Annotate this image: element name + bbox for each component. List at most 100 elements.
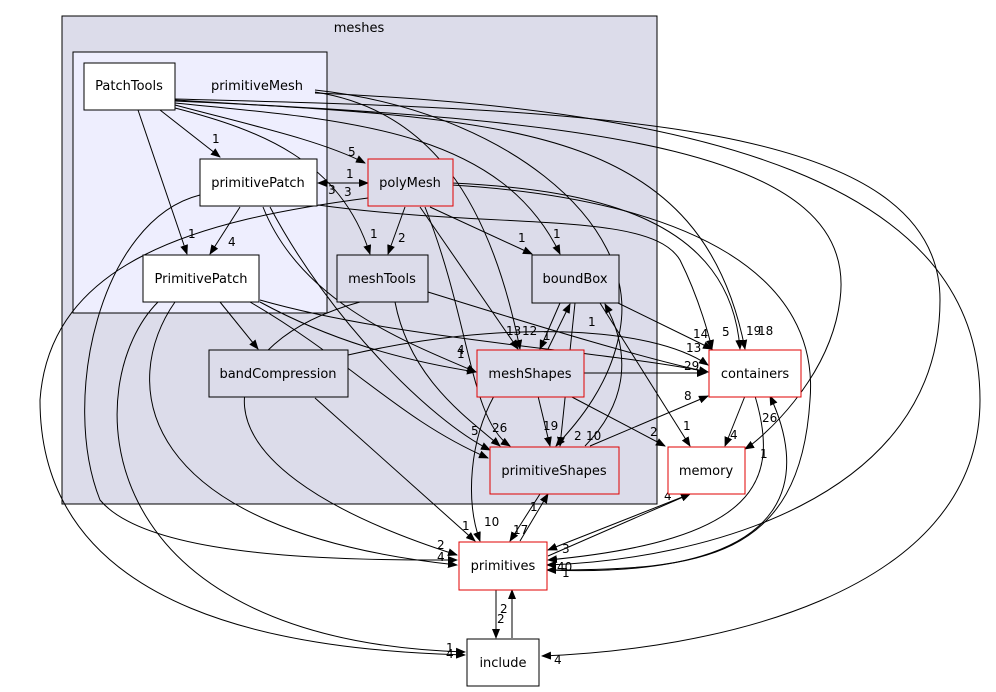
edge-label: 17 bbox=[513, 523, 528, 537]
edge-label: 5 bbox=[471, 424, 479, 438]
edge-label: 3 bbox=[344, 185, 352, 199]
edge-label: 40 bbox=[557, 560, 572, 574]
edge-label: 26 bbox=[492, 421, 507, 435]
node-mesh-shapes-box bbox=[476, 349, 585, 398]
edge-meshtools-primitiveshapes bbox=[394, 301, 501, 447]
node-mesh-tools[interactable]: meshTools bbox=[336, 254, 429, 303]
node-primitive-patch-lower-label: primitivePatch bbox=[211, 176, 305, 191]
edge-meshtools-containers bbox=[427, 291, 709, 375]
edge-label: 19 bbox=[746, 324, 761, 338]
node-patch-tools-box bbox=[83, 62, 176, 111]
edge-meshshapes-boundbox bbox=[547, 303, 571, 350]
node-include-box bbox=[466, 638, 540, 687]
node-primitives-label: primitives bbox=[471, 559, 536, 574]
edge-label: 2 bbox=[650, 425, 658, 439]
edge-label: 1 bbox=[562, 566, 570, 580]
edge-meshshapes-memory bbox=[569, 395, 666, 447]
node-primitive-shapes-label: primitiveShapes bbox=[501, 464, 607, 479]
edge-label: 1 bbox=[462, 519, 470, 533]
edge-label: 2 bbox=[497, 612, 505, 626]
node-patch-tools[interactable]: PatchTools bbox=[83, 62, 176, 111]
node-primitive-shapes-box bbox=[489, 446, 620, 495]
node-include[interactable]: include bbox=[466, 638, 540, 687]
node-primitive-shapes[interactable]: primitiveShapes bbox=[489, 446, 620, 495]
edge-polymesh-meshshapes bbox=[419, 206, 519, 350]
edge-primitivepatch-include bbox=[39, 197, 466, 659]
edge-label: 13 bbox=[686, 341, 701, 355]
edge-label: 1 bbox=[588, 315, 596, 329]
edge-label: 1 bbox=[683, 419, 691, 433]
node-include-label: include bbox=[479, 656, 526, 671]
node-patch-tools-label: PatchTools bbox=[95, 79, 163, 94]
node-primitive-patch-lower-box bbox=[199, 158, 318, 207]
edge-primitives-primitiveshapes bbox=[519, 493, 549, 542]
edge-label: 1 bbox=[530, 500, 538, 514]
edge-primitivepatch2-include bbox=[116, 301, 466, 656]
node-band-compression-box bbox=[208, 349, 349, 398]
edge-label: 1 bbox=[446, 641, 454, 655]
edge-label: 1 bbox=[543, 329, 551, 343]
node-primitives-box bbox=[458, 541, 548, 591]
edge-label: 4 bbox=[446, 647, 454, 661]
edge-boundbox-containers bbox=[617, 302, 713, 350]
edge-label: 26 bbox=[762, 411, 777, 425]
edge-primitiveshapes-containers bbox=[589, 395, 709, 447]
cluster-primitive-mesh-label: primitiveMesh bbox=[211, 79, 303, 94]
edge-label: 14 bbox=[693, 327, 708, 341]
edge-primitives-containers bbox=[547, 395, 788, 572]
edge-primitives-memory bbox=[547, 493, 691, 557]
edge-boundbox-meshshapes bbox=[539, 302, 561, 350]
node-memory-box bbox=[667, 446, 746, 495]
node-poly-mesh-label: polyMesh bbox=[379, 176, 441, 191]
edge-label: 1 bbox=[370, 227, 378, 241]
edge-patchtools-memory bbox=[174, 100, 842, 450]
edge-label: 4 bbox=[730, 428, 738, 442]
edge-bandcompression-primitives bbox=[314, 397, 476, 542]
edge-label: 1 bbox=[212, 132, 220, 146]
edge-label: 12 bbox=[522, 324, 537, 338]
node-mesh-shapes[interactable]: meshShapes bbox=[476, 349, 585, 398]
node-primitive-patch-upper-label: PrimitivePatch bbox=[155, 272, 248, 287]
edge-polymesh-primitiveshapes bbox=[424, 206, 511, 447]
edge-label: 1 bbox=[760, 447, 768, 461]
edge-label: 4 bbox=[457, 343, 465, 357]
node-primitive-patch-lower[interactable]: primitivePatch bbox=[199, 158, 318, 207]
edge-primitivepatch2-meshshapes bbox=[259, 301, 477, 375]
node-mesh-shapes-label: meshShapes bbox=[488, 367, 571, 382]
node-bound-box[interactable]: boundBox bbox=[531, 254, 620, 304]
node-primitive-patch-upper[interactable]: PrimitivePatch bbox=[142, 254, 260, 303]
edge-label: 3 bbox=[562, 542, 570, 556]
edge-primitivepatch-primitiveshapes bbox=[269, 206, 491, 451]
edge-patchtools-boundbox bbox=[174, 102, 561, 255]
edge-label: 5 bbox=[722, 325, 730, 339]
node-memory[interactable]: memory bbox=[667, 446, 746, 495]
edge-primitivepatch2-primitiveshapes bbox=[249, 301, 489, 459]
edge-primitivepatch2-primitives bbox=[149, 301, 458, 569]
edge-label: 4 bbox=[554, 653, 562, 667]
edge-primitivepatch-containers bbox=[317, 204, 714, 350]
edge-label: 1 bbox=[457, 347, 465, 361]
edge-label: 1 bbox=[346, 167, 354, 181]
edge-primitivepatch2-containers bbox=[259, 299, 709, 375]
edge-label: 4 bbox=[437, 550, 445, 564]
node-bound-box-label: boundBox bbox=[542, 272, 607, 287]
edge-labels: 1 5 1 3 3 1 4 1 2 1 1 13 12 1 4 1 1 14 5… bbox=[188, 132, 777, 667]
node-containers[interactable]: containers bbox=[708, 349, 802, 398]
node-band-compression-label: bandCompression bbox=[219, 367, 336, 382]
node-primitives[interactable]: primitives bbox=[458, 541, 548, 591]
node-poly-mesh[interactable]: polyMesh bbox=[367, 158, 454, 207]
edge-label: 2 bbox=[437, 538, 445, 552]
cluster-meshes-label: meshes bbox=[334, 21, 385, 36]
edge-label: 5 bbox=[348, 145, 356, 159]
node-band-compression[interactable]: bandCompression bbox=[208, 349, 349, 398]
edge-label: 10 bbox=[484, 515, 499, 529]
edge-label: 2 bbox=[500, 602, 508, 616]
edge-containers-memory bbox=[724, 395, 746, 447]
edge-polymesh-containers bbox=[451, 182, 744, 350]
node-poly-mesh-box bbox=[367, 158, 454, 207]
edge-label: 29 bbox=[684, 359, 699, 373]
edge-polymesh-meshtools bbox=[387, 206, 406, 255]
edge-primitiveshapes-boundbox bbox=[584, 303, 623, 447]
edge-primitivepatch-primitives bbox=[84, 194, 458, 564]
